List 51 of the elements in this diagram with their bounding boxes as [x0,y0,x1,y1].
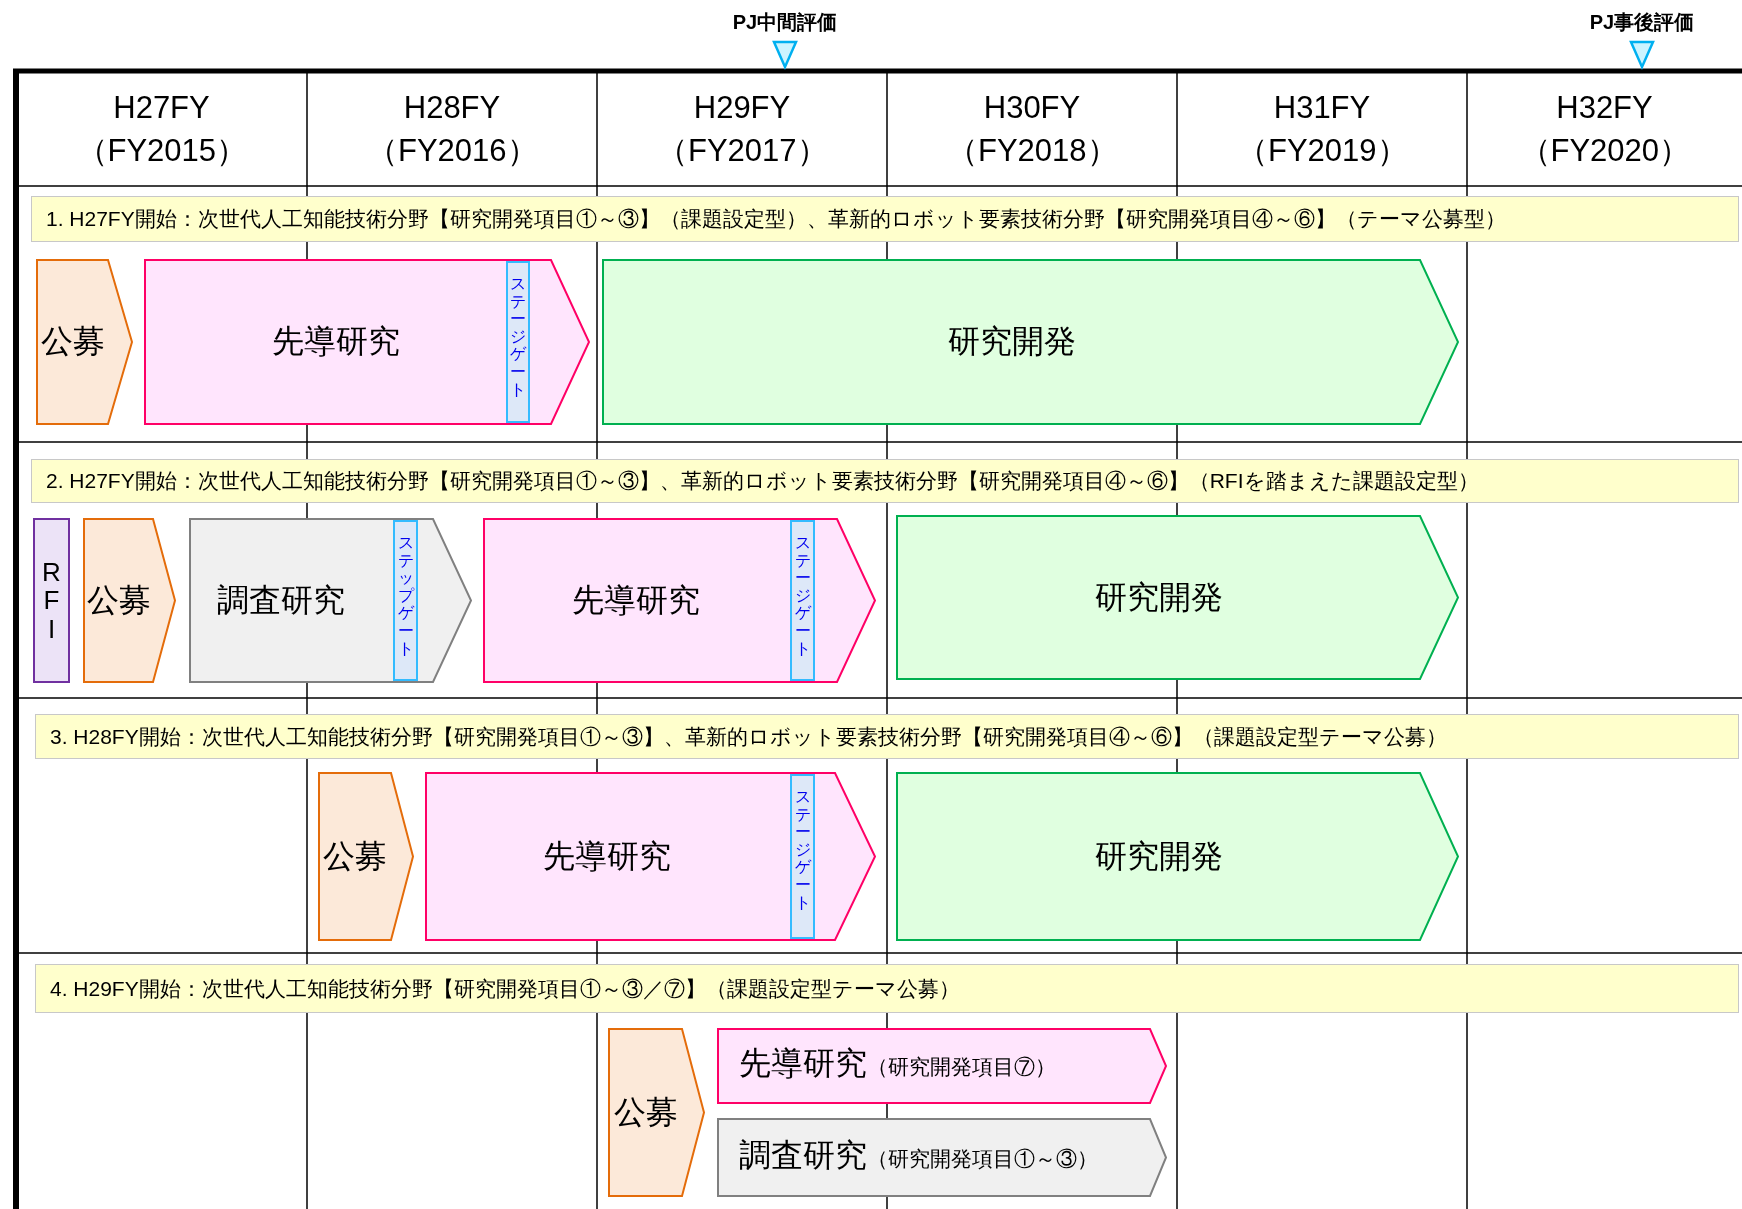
phase-label: 公募 [613,1092,678,1132]
phase-label: 調査研究 [739,1135,867,1175]
fiscal-year-header: H30FY （FY2018） [947,89,1117,171]
banner-text: 2. H27FY開始：次世代人工知能技術分野【研究開発項目①～③】、革新的ロボット要素技術分野【研究開発項目④～⑥】（RFIを踏まえた課題設定型） [46,468,1479,494]
schedule-arrow-shape [483,518,876,683]
schedule-arrow-shape [896,772,1459,941]
fiscal-year-header: H27FY （FY2015） [76,89,247,171]
schedule-arrow-shape [608,1028,705,1197]
schedule-arrow-shape [83,518,176,683]
gate-box [393,520,418,681]
item-note: （研究開発項目⑦） [867,1054,1056,1080]
schedule-arrow-shape [36,259,133,425]
phase-label: 研究開発 [947,322,1076,361]
phase-banner [31,459,1739,503]
milestone-label: PJ中間評価 [731,10,839,35]
phase-label: 調査研究 [216,580,345,620]
fiscal-year-header: H29FY （FY2017） [657,89,827,171]
phase-label: 先導研究 [542,836,671,876]
rfi-label: RFI [42,557,61,644]
gate-label: ステップゲート [397,534,414,658]
phase-label: 先導研究 [739,1044,867,1083]
phase-banner [35,964,1739,1013]
phase-label: 公募 [323,836,387,876]
schedule-arrow-shape [896,515,1459,680]
phase-label: 先導研究 [272,322,400,361]
phase-banner [31,196,1739,242]
phase-label: 研究開発 [1094,577,1223,617]
gate-label: ステージゲート [794,788,811,912]
schedule-arrow-shape [318,772,414,941]
schedule-arrow-shape [189,518,472,683]
banner-text: 3. H28FY開始：次世代人工知能技術分野【研究開発項目①～③】、革新的ロボット要素技術分野【研究開発項目④～⑥】（課題設定型テーマ公募） [50,723,1447,750]
phase-label: 公募 [86,580,151,620]
fiscal-year-header: H32FY （FY2020） [1519,89,1690,171]
gate-label: ステージゲート [510,275,526,399]
schedule-arrow-shape [425,772,876,941]
rfi-box [33,518,70,683]
gate-box [506,261,530,423]
item-note: （研究開発項目①～③） [867,1145,1098,1172]
phase-banner [35,714,1739,759]
gate-box [790,774,815,939]
phase-label: 研究開発 [1094,836,1223,876]
phase-label: 公募 [40,322,105,361]
phase-label: 先導研究 [571,580,700,620]
schedule-arrow-shape [144,259,590,425]
gate-box [790,520,815,681]
fiscal-year-header: H31FY （FY2019） [1237,89,1407,171]
banner-text: 1. H27FY開始：次世代人工知能技術分野【研究開発項目①～③】（課題設定型）、革新的ロボット要素技術分野【研究開発項目④～⑥】（テーマ公募型） [46,206,1506,232]
fiscal-year-header: H28FY （FY2016） [367,89,537,171]
banner-text: 4. H29FY開始：次世代人工知能技術分野【研究開発項目①～③／⑦】（課題設定型テーマ公募） [50,975,960,1002]
gate-label: ステージゲート [794,534,811,658]
milestone-label: PJ事後評価 [1588,10,1696,35]
